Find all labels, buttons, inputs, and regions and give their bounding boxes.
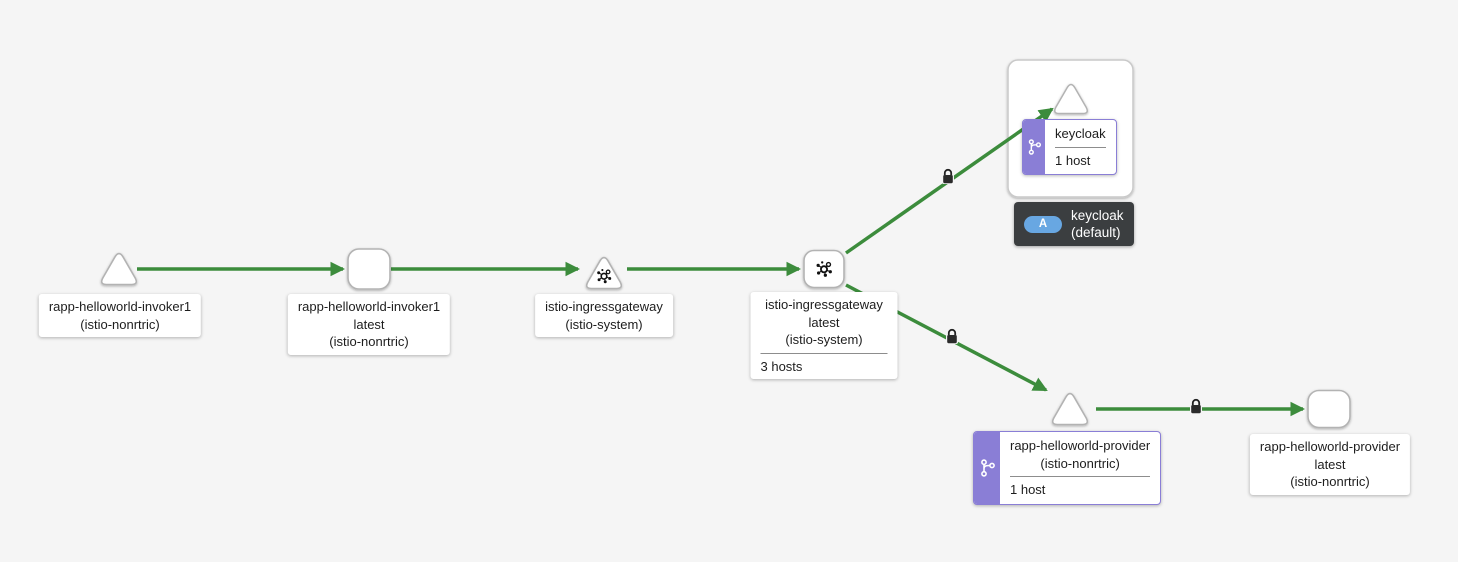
group-name: keycloak	[1071, 208, 1124, 223]
node-invoker1-app-triangle[interactable]	[100, 252, 138, 286]
label-divider	[760, 352, 888, 354]
label-ingress-workload[interactable]: istio-ingressgateway latest (istio-syste…	[750, 292, 898, 379]
hosts-count: 1 host	[1055, 152, 1091, 168]
node-title: keycloak	[1055, 126, 1106, 141]
label-provider-workload[interactable]: rapp-helloworld-provider latest (istio-n…	[1249, 434, 1411, 495]
label-keycloak-app[interactable]: keycloak 1 host	[1022, 119, 1117, 175]
group-namespace: (default)	[1071, 225, 1121, 240]
label-invoker1-app[interactable]: rapp-helloworld-invoker1 (istio-nonrtric…	[38, 294, 202, 337]
gateway-icon	[597, 268, 612, 284]
node-shapes	[100, 83, 1351, 429]
node-provider-workload-square[interactable]	[1307, 389, 1351, 429]
virtual-service-bar	[1023, 120, 1045, 174]
git-branch-icon	[1028, 139, 1042, 155]
node-provider-app-triangle[interactable]	[1051, 392, 1089, 426]
label-invoker1-workload[interactable]: rapp-helloworld-invoker1 latest (istio-n…	[287, 294, 451, 355]
mtls-locks	[942, 167, 1202, 414]
node-invoker1-workload-square[interactable]	[347, 248, 391, 290]
app-badge: A	[1024, 215, 1062, 233]
node-version: latest	[353, 316, 385, 332]
node-namespace: (istio-nonrtric)	[1040, 455, 1120, 471]
node-title: rapp-helloworld-provider	[1010, 438, 1151, 453]
gateway-icon	[816, 261, 832, 277]
node-namespace: (istio-nonrtric)	[1290, 474, 1370, 489]
hosts-count: 3 hosts	[760, 358, 803, 374]
node-version: latest	[1314, 456, 1346, 472]
node-namespace: (istio-nonrtric)	[80, 316, 160, 332]
lock-icon	[946, 327, 958, 344]
node-title: rapp-helloworld-invoker1	[48, 299, 192, 314]
node-namespace: (istio-system)	[565, 316, 643, 332]
label-divider	[1010, 476, 1151, 477]
node-title: rapp-helloworld-provider	[1259, 439, 1401, 454]
lock-icon	[942, 167, 954, 184]
keycloak-group-tooltip: A keycloak (default)	[1014, 202, 1134, 246]
label-divider	[1055, 146, 1106, 148]
label-ingress-app[interactable]: istio-ingressgateway (istio-system)	[535, 294, 673, 337]
virtual-service-bar	[974, 432, 1000, 504]
node-version: latest	[808, 314, 840, 330]
hosts-count: 1 host	[1010, 482, 1046, 497]
lock-icon	[1190, 397, 1202, 414]
gateway-icons	[597, 261, 832, 284]
node-namespace: (istio-nonrtric)	[329, 334, 409, 349]
node-title: istio-ingressgateway	[545, 299, 663, 314]
node-title: istio-ingressgateway	[765, 297, 883, 312]
label-provider-app[interactable]: rapp-helloworld-provider (istio-nonrtric…	[973, 431, 1162, 505]
node-keycloak-app-triangle[interactable]	[1053, 83, 1089, 115]
node-title: rapp-helloworld-invoker1	[297, 299, 441, 314]
git-branch-icon	[981, 459, 995, 477]
app-badge-letter: A	[1038, 217, 1048, 230]
node-namespace: (istio-system)	[785, 332, 863, 347]
